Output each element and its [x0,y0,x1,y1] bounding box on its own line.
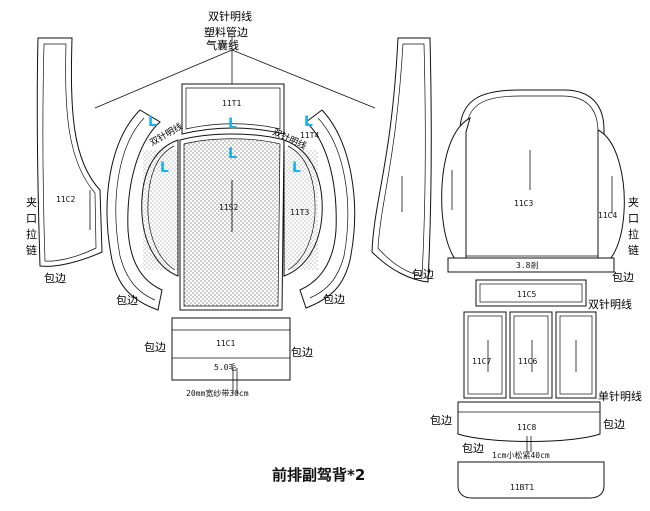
edge-label-8: 包边 [430,414,452,427]
svg-text:口: 口 [26,212,37,225]
L-mark-3: L [228,116,237,132]
piece-11T1: 11T1 [181,83,285,135]
svg-text:链: 链 [628,243,639,257]
side-piece-left [141,139,179,277]
zipper-right-text: 夹 口 拉 链 [628,196,639,257]
edge-label-7: 包边 [612,271,634,284]
edge-label-10: 包边 [462,442,484,455]
band-right [299,109,356,309]
elastic-label: 1cm小松紧40cm [492,450,550,460]
label-11C6: 11C6 [518,357,537,366]
L-mark-2: L [304,114,313,130]
label-11C4: 11C4 [598,211,617,220]
label-11S2: 11S2 [219,203,238,212]
zipper-left-text: 夹 口 拉 链 [26,196,37,257]
L-mark-1: L [148,114,157,130]
note-plastic-edge: 塑料管边 [204,25,248,39]
svg-text:链: 链 [26,243,37,257]
edge-label-5: 包边 [144,341,166,354]
svg-text:拉: 拉 [628,227,639,241]
svg-text:拉: 拉 [26,227,37,241]
piece-11C8: 11C8 [457,401,601,452]
svg-text:口: 口 [628,212,639,225]
note-double-stitch-right: 双针明线 [588,297,632,311]
edge-label-2: 包边 [116,294,138,307]
top-leader-lines [94,36,376,109]
piece-right-panel [555,311,597,399]
svg-text:夹: 夹 [628,196,639,209]
note-bag-stitch: 气囊线 [206,38,239,52]
piece-11BT1: 11BT1 [457,461,605,499]
label-11C1: 11C1 [216,339,235,348]
strap-label: 20mm宽纱带30cm [186,388,249,398]
label-11T3: 11T3 [290,208,309,217]
piece-11S2: 11S2 [179,133,285,311]
label-11C2: 11C2 [56,195,75,204]
L-mark-5: L [292,160,301,176]
label-11C5: 11C5 [517,290,536,299]
label-11C3: 11C3 [514,199,533,208]
width-38-label: 3.8剎 [516,261,538,270]
edge-label-4: 包边 [412,268,434,281]
piece-11C4: 11C4 [597,129,625,271]
label-11C8: 11C8 [517,423,536,432]
edge-label-3: 包边 [323,293,345,306]
piece-11C6: 11C6 [509,311,553,399]
label-11BT1: 11BT1 [510,483,534,492]
piece-11C2: 11C2 [36,37,103,267]
edge-label-1: 包边 [44,272,66,285]
piece-right-outer [371,37,432,283]
piece-11C5: 11C5 [475,279,587,307]
L-mark-6: L [228,146,237,162]
svg-text:夹: 夹 [26,196,37,209]
piece-11C7: 11C7 [463,311,507,399]
edge-label-9: 包边 [603,418,625,431]
strip-38: 3.8剎 [447,257,615,273]
diagram-title: 前排副驾背*2 [272,466,365,484]
piece-11C3: 11C3 [459,89,605,263]
L-mark-4: L [160,160,169,176]
label-11C7: 11C7 [472,357,491,366]
piece-11C1: 11C1 5.0毛 [171,317,291,394]
note-double-stitch-top: 双针明线 [208,9,252,23]
piece-11T3: 11T3 11T4 [283,131,323,277]
edge-label-6: 包边 [291,346,313,359]
piece-11C3-left-side [441,116,471,271]
label-11T4: 11T4 [300,131,319,140]
width-5-label: 5.0毛 [214,362,236,372]
label-11T1: 11T1 [222,99,241,108]
band-left [106,109,163,311]
note-single-stitch: 单针明线 [598,389,642,403]
